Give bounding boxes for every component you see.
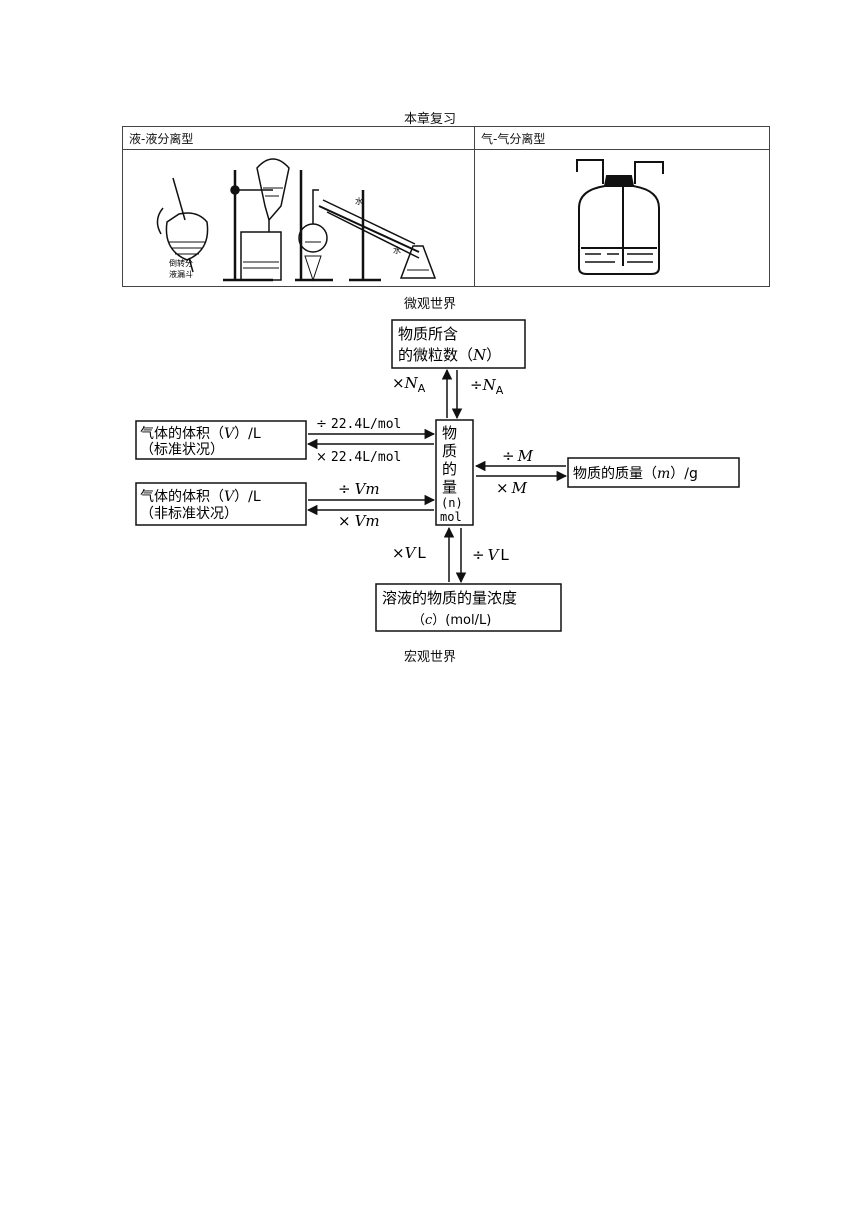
mass-label: 物质的质量（m）/g bbox=[573, 466, 698, 482]
mass-box bbox=[567, 457, 740, 488]
liquid-separation-figure-cell: 倒转分 液漏斗 水 水 bbox=[122, 149, 475, 287]
op-times-m: ×M bbox=[496, 479, 528, 497]
op-times-vm: ×Vm bbox=[338, 512, 380, 530]
particles-box bbox=[391, 319, 526, 369]
center-char-4: 量 bbox=[442, 478, 457, 496]
center-char-1: 物 bbox=[442, 424, 457, 442]
gas-volume-std-box bbox=[135, 420, 307, 460]
header-gas-gas: 气-气分离型 bbox=[474, 126, 770, 150]
op-div-m: ÷M bbox=[502, 447, 534, 465]
gas-volume-nonstd-box bbox=[135, 482, 307, 526]
particles-line1: 物质所含 bbox=[398, 325, 458, 343]
op-times-224: ×22.4L/mol bbox=[316, 450, 401, 465]
hand-funnel-body bbox=[165, 212, 209, 261]
concentration-line2: （c）(mol/L) bbox=[412, 613, 491, 628]
water-in-label: 水 bbox=[355, 196, 363, 206]
macro-world-label: 宏观世界 bbox=[403, 650, 456, 665]
op-div-vm: ÷Vm bbox=[338, 480, 380, 498]
mole-conversion-diagram: 物质所含 的微粒数（N） 物 质 的 量 (n) mol 气体的体积（V）/L … bbox=[135, 319, 740, 632]
gas-washing-bottle-drawing bbox=[576, 159, 664, 275]
gas-nonstd-line2: （非标准状况） bbox=[140, 506, 238, 522]
funnel-caption-line1: 倒转分 bbox=[169, 258, 193, 268]
concentration-box bbox=[375, 583, 562, 632]
water-out-label: 水 bbox=[393, 245, 401, 255]
concentration-line1: 溶液的物质的量浓度 bbox=[382, 589, 517, 607]
op-times-na: ×NA bbox=[392, 374, 426, 395]
particles-line2: 的微粒数（N） bbox=[398, 346, 501, 364]
op-div-224: ÷22.4L/mol bbox=[316, 417, 401, 432]
separation-methods-table: 液-液分离型 气-气分离型 bbox=[122, 126, 770, 287]
gas-nonstd-line1: 气体的体积（V）/L bbox=[140, 489, 261, 505]
center-char-2: 质 bbox=[442, 442, 457, 460]
liquid-apparatus-drawing: 倒转分 液漏斗 水 水 bbox=[156, 158, 437, 282]
section-title-review: 本章复习 bbox=[403, 112, 456, 127]
micro-world-label: 微观世界 bbox=[403, 297, 456, 312]
header-liquid-liquid: 液-液分离型 bbox=[122, 126, 475, 150]
center-unit-mol: mol bbox=[440, 510, 462, 524]
center-char-3: 的 bbox=[442, 460, 457, 478]
funnel-caption-line2: 液漏斗 bbox=[169, 269, 193, 279]
gas-std-line1: 气体的体积（V）/L bbox=[140, 426, 261, 442]
gas-std-line2: （标准状况） bbox=[140, 442, 224, 458]
center-symbol-n: (n) bbox=[441, 496, 463, 510]
gas-separation-figure-cell bbox=[474, 149, 770, 287]
amount-of-substance-box bbox=[435, 419, 474, 526]
op-div-na: ÷NA bbox=[470, 376, 504, 397]
